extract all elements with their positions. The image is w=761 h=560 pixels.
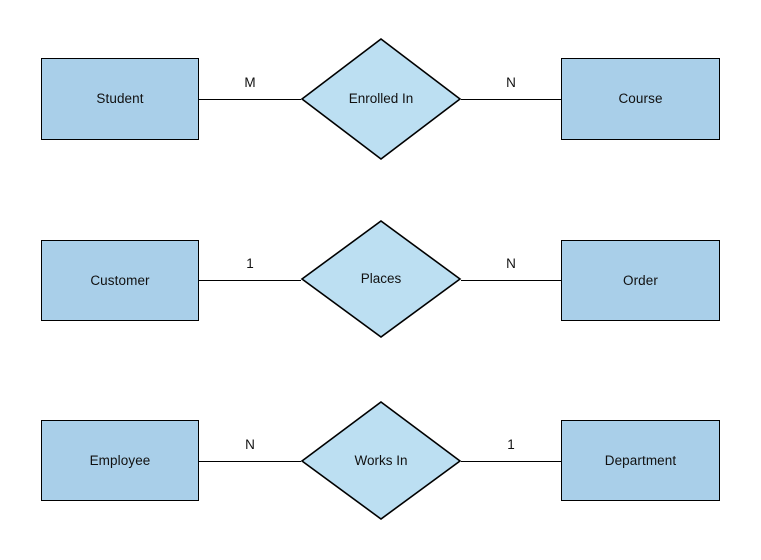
entity-label: Course: [618, 91, 663, 107]
entity-employee[interactable]: Employee: [41, 420, 199, 501]
cardinality-label-right: N: [506, 256, 516, 271]
entity-label: Student: [96, 91, 144, 107]
cardinality-label-left: M: [244, 75, 256, 90]
cardinality-label-right: 1: [507, 437, 515, 452]
entity-order[interactable]: Order: [561, 240, 720, 321]
diamond-shape-icon: [300, 220, 462, 338]
connector-line-left: [199, 280, 301, 281]
entity-label: Employee: [89, 452, 151, 468]
connector-line-right: [461, 99, 561, 100]
connector-line-right: [461, 461, 561, 462]
cardinality-label-left: 1: [246, 256, 254, 271]
relationship-enrolled-in[interactable]: Enrolled In: [300, 37, 462, 161]
connector-line-right: [461, 280, 561, 281]
diamond-shape-icon: [300, 401, 462, 520]
entity-customer[interactable]: Customer: [41, 240, 199, 321]
cardinality-label-right: N: [506, 75, 516, 90]
entity-student[interactable]: Student: [41, 58, 199, 140]
entity-course[interactable]: Course: [561, 58, 720, 140]
entity-label: Customer: [90, 272, 150, 288]
diamond-shape-icon: [300, 37, 462, 161]
relationship-row-student-course: Student M Enrolled In N Course: [0, 29, 761, 169]
connector-line-left: [199, 461, 301, 462]
relationship-places[interactable]: Places: [300, 220, 462, 338]
relationship-row-employee-department: Employee N Works In 1 Department: [0, 390, 761, 530]
entity-label: Order: [622, 272, 658, 288]
relationship-works-in[interactable]: Works In: [300, 401, 462, 520]
connector-line-left: [199, 99, 301, 100]
entity-department[interactable]: Department: [561, 420, 720, 501]
cardinality-label-left: N: [245, 437, 255, 452]
entity-label: Department: [604, 452, 677, 468]
relationship-row-customer-order: Customer 1 Places N Order: [0, 214, 761, 354]
